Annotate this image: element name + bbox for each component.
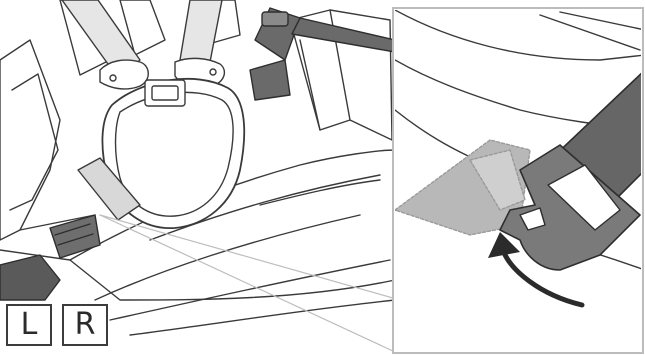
left-side-label: L <box>21 310 38 340</box>
detail-inset <box>393 8 645 353</box>
right-side-label: R <box>75 310 96 340</box>
buckle-window <box>145 80 185 106</box>
seat-interior-scene <box>0 0 400 352</box>
lap-strap-dark-left <box>0 255 60 300</box>
right-side-badge: R <box>62 304 108 346</box>
left-side-badge: L <box>6 304 52 346</box>
seat-back-panel-left <box>0 40 60 240</box>
shoulder-strap-right <box>180 0 222 62</box>
